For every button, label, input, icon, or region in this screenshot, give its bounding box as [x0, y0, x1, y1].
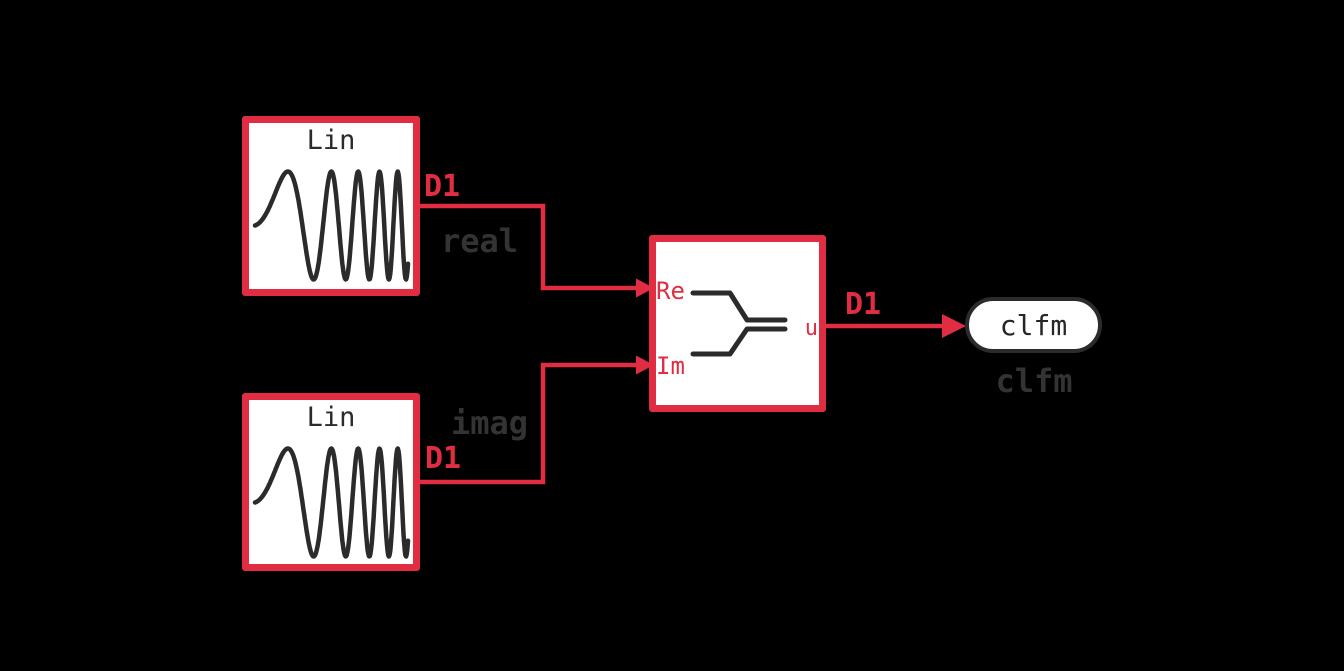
wire-real-to-re[interactable] — [420, 203, 640, 291]
chirp-mode-label: Lin — [306, 402, 356, 433]
chirp-block-imag[interactable]: Lin — [242, 393, 420, 571]
input-port-label-im: Im — [656, 352, 685, 380]
input-port-label-re: Re — [656, 277, 685, 305]
arrowhead-re-port — [636, 278, 654, 298]
chirp-mode-label: Lin — [306, 125, 356, 156]
sample-time-annotation-output: D1 — [845, 287, 882, 322]
chirp-block-real[interactable]: Lin — [242, 116, 420, 296]
arrowhead-outport — [942, 314, 966, 338]
chirp-waveform-icon — [252, 169, 411, 282]
outport-text: clfm — [999, 308, 1068, 342]
sample-time-annotation-real: D1 — [424, 169, 461, 204]
outport-block-clfm[interactable]: clfm — [965, 297, 1102, 353]
real-imag-to-complex-block[interactable]: Re Im u — [649, 235, 826, 412]
sample-time-annotation-imag: D1 — [425, 441, 462, 476]
wire-imag-to-im[interactable] — [420, 362, 640, 485]
output-port-label-u: u — [804, 316, 818, 341]
arrowhead-im-port — [636, 355, 654, 375]
chirp-waveform-icon — [252, 446, 411, 559]
complex-merge-icon — [690, 290, 788, 357]
block-name-clfm[interactable]: clfm — [995, 362, 1073, 400]
block-name-real[interactable]: real — [441, 222, 519, 260]
block-name-imag[interactable]: imag — [451, 404, 529, 442]
